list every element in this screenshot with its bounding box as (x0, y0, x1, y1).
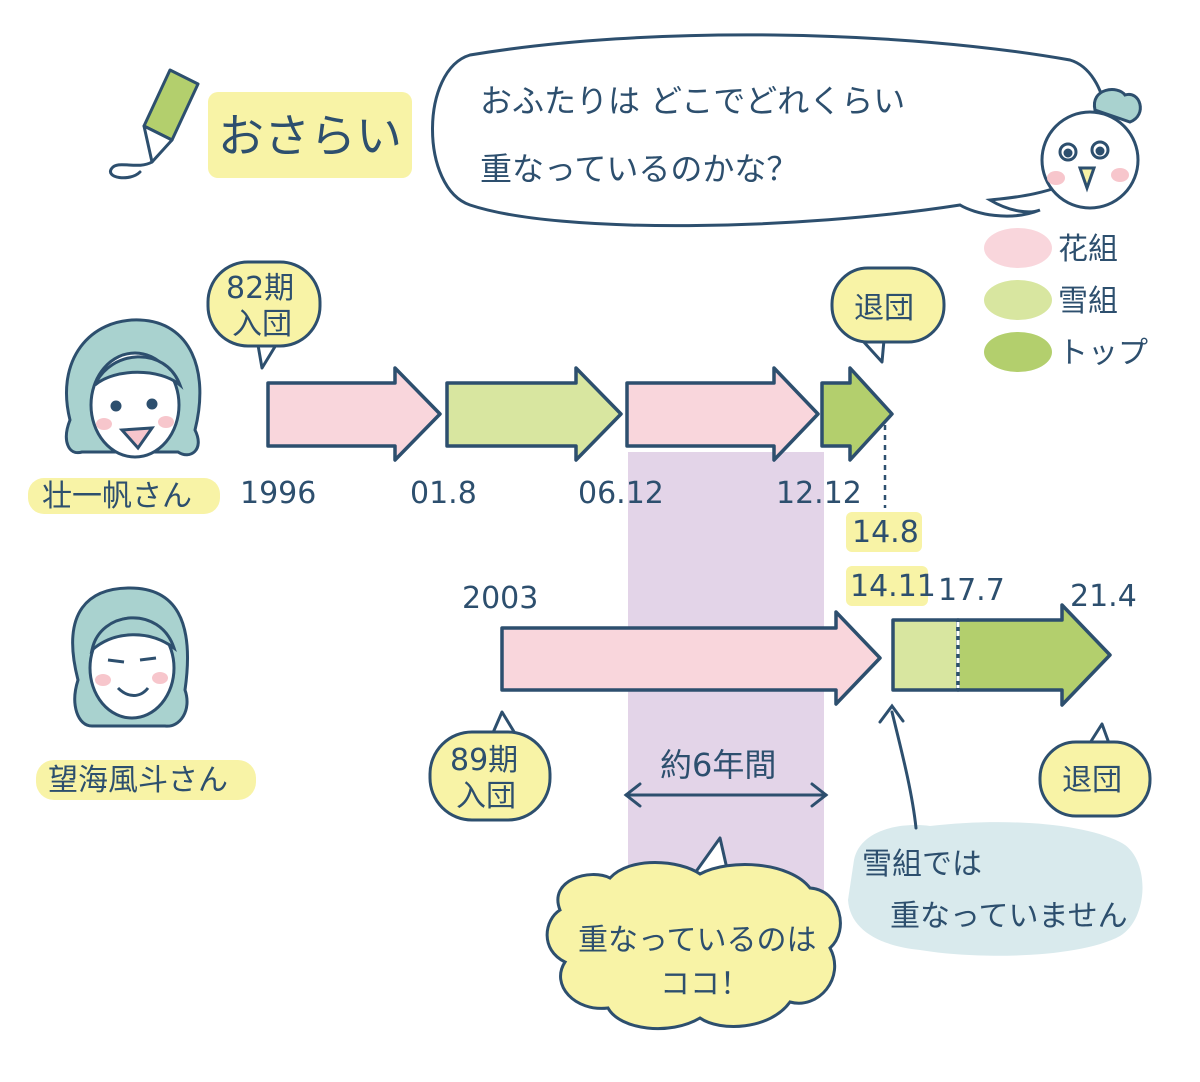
person1-retire-bubble: 退団 (830, 266, 946, 364)
person2-arrow-top (956, 603, 1112, 707)
title-highlight (208, 92, 412, 178)
person1-name: 壮一帆さん (42, 479, 192, 514)
overlap-duration-arrow (623, 782, 829, 808)
person1-entry-bubble: 82期 入団 (206, 260, 322, 370)
snow-note-line2: 重なっていません (890, 899, 1128, 934)
person1-date-06-12: 06.12 (578, 476, 664, 511)
person1-date-14-8-highlight (846, 512, 922, 552)
person1-date-01-8: 01.8 (410, 476, 477, 511)
legend-item-top: トップ (984, 332, 1148, 372)
overlap-note-bubble: 重なっているのは ココ！ (545, 836, 842, 1031)
legend-label-hanagumi: 花組 (1058, 232, 1118, 267)
person1-date-14-8: 14.8 (852, 515, 919, 550)
person2-date-21-4: 21.4 (1070, 579, 1137, 614)
person2-date-14-11-highlight (846, 566, 928, 606)
person2-retire-bubble: 退団 (1038, 722, 1152, 818)
person1-arrow-top (820, 366, 894, 462)
question-line1: おふたりは どこでどれくらい (480, 82, 905, 120)
person1-name-highlight (28, 478, 220, 514)
person1-avatar (65, 318, 202, 459)
person2-name-highlight (36, 760, 256, 800)
person1-date-12-12: 12.12 (776, 476, 862, 511)
person2-arrow-yukigumi (891, 618, 960, 692)
person2-entry-bubble: 89期 入団 (428, 710, 552, 822)
legend-item-yukigumi: 雪組 (984, 280, 1118, 320)
person1-entry-line1: 82期 (226, 271, 294, 306)
snow-note-line1: 雪組では (862, 847, 982, 882)
overlap-duration-label: 約6年間 (660, 746, 776, 784)
person1-arrow-yukigumi (445, 366, 623, 462)
question-line2: 重なっているのかな？ (480, 150, 798, 188)
person1-arrow-hanagumi-1 (266, 366, 442, 462)
person2-date-14-11: 14.11 (850, 569, 936, 604)
person2-name: 望海風斗さん (48, 763, 228, 798)
snow-note-pointer-arrow (878, 703, 918, 830)
person2-timeline-arrows (500, 603, 1112, 707)
person1-arrow-hanagumi-2 (625, 366, 820, 462)
legend: 花組 雪組 トップ (984, 228, 1148, 372)
person1-timeline-arrows (266, 366, 894, 462)
person1-date-1996: 1996 (240, 476, 316, 511)
person2-retire-label: 退団 (1062, 763, 1122, 798)
mascot-bird (1040, 88, 1142, 210)
person2-entry-line2: 入団 (456, 779, 516, 814)
person2-avatar (71, 586, 190, 728)
person2-date-2003: 2003 (462, 581, 538, 616)
person1-retire-label: 退団 (854, 291, 914, 326)
person2-arrow-hanagumi (500, 610, 882, 706)
pencil-icon (108, 68, 200, 180)
overlap-note-line1: 重なっているのは (578, 923, 817, 958)
person2-date-17-7: 17.7 (938, 573, 1005, 608)
legend-label-top: トップ (1058, 336, 1148, 371)
question-bubble: おふたりは どこでどれくらい 重なっているのかな？ (431, 33, 1108, 228)
person1-entry-line2: 入団 (232, 307, 292, 342)
legend-label-yukigumi: 雪組 (1058, 284, 1118, 319)
title: おさらい (218, 109, 402, 163)
snow-note-callout: 雪組では 重なっていません (848, 822, 1143, 956)
person2-entry-line1: 89期 (450, 743, 518, 778)
legend-item-hanagumi: 花組 (984, 228, 1118, 268)
overlap-note-line2: ココ！ (660, 967, 750, 1002)
